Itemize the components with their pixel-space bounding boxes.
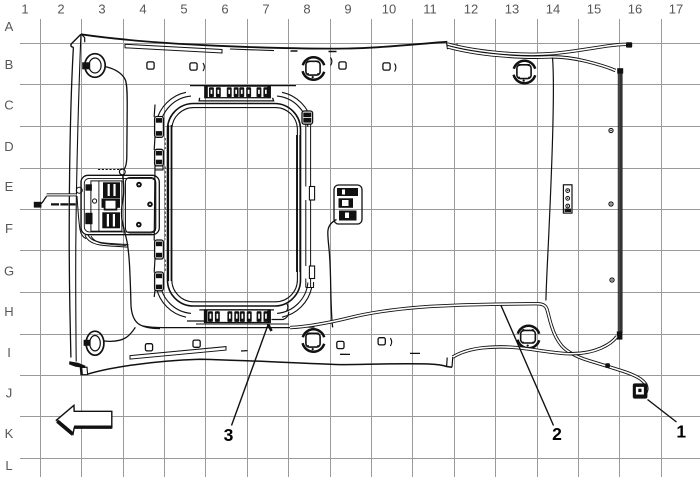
- svg-text:8: 8: [303, 2, 310, 17]
- svg-text:16: 16: [628, 2, 642, 17]
- svg-text:K: K: [5, 426, 14, 441]
- svg-text:7: 7: [262, 2, 269, 17]
- svg-text:E: E: [5, 179, 14, 194]
- svg-text:13: 13: [505, 2, 519, 17]
- svg-text:12: 12: [464, 2, 478, 17]
- svg-text:I: I: [7, 345, 11, 360]
- svg-text:C: C: [4, 98, 13, 113]
- svg-text:D: D: [4, 139, 13, 154]
- svg-text:17: 17: [669, 2, 683, 17]
- svg-text:G: G: [4, 264, 14, 279]
- svg-text:3: 3: [98, 2, 105, 17]
- svg-text:H: H: [4, 304, 13, 319]
- svg-text:A: A: [5, 19, 14, 34]
- svg-text:11: 11: [423, 2, 437, 17]
- svg-text:F: F: [5, 221, 13, 236]
- svg-text:2: 2: [552, 424, 562, 444]
- svg-text:6: 6: [221, 2, 228, 17]
- svg-text:15: 15: [587, 2, 601, 17]
- svg-text:10: 10: [382, 2, 396, 17]
- svg-text:4: 4: [139, 2, 146, 17]
- svg-text:2: 2: [57, 2, 64, 17]
- svg-text:B: B: [5, 57, 14, 72]
- svg-text:1: 1: [21, 2, 28, 17]
- svg-text:14: 14: [546, 2, 560, 17]
- svg-text:L: L: [5, 458, 12, 473]
- svg-text:J: J: [6, 386, 13, 401]
- svg-text:5: 5: [180, 2, 187, 17]
- svg-text:1: 1: [676, 422, 686, 442]
- svg-text:3: 3: [224, 425, 234, 445]
- svg-text:9: 9: [344, 2, 351, 17]
